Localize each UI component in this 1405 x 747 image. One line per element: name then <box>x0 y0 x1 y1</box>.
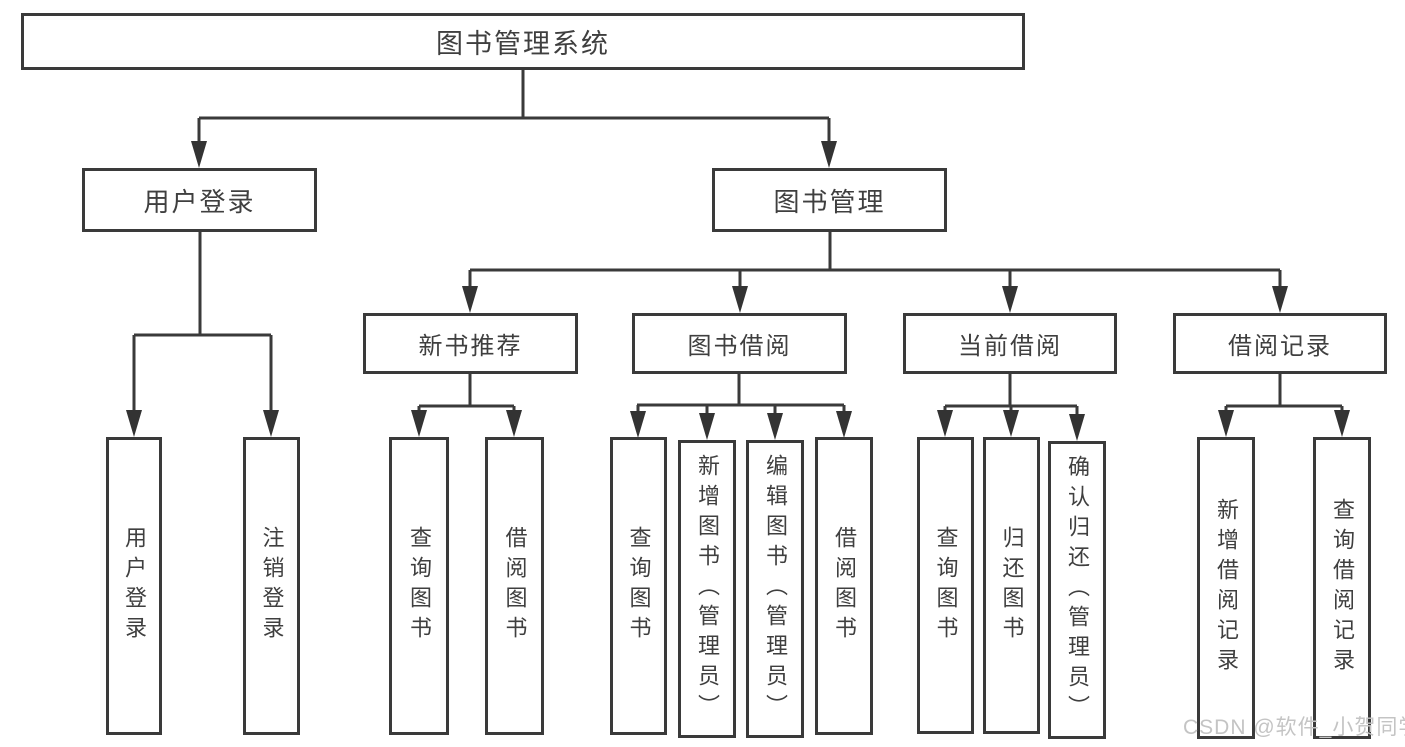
leaf-label: 查询图书 <box>407 526 432 646</box>
connector-login-to-leaves <box>132 232 273 412</box>
leaf-label: 查询图书 <box>933 525 959 646</box>
node-borrow-records: 借阅记录 <box>1173 313 1387 374</box>
leaf-label: 新增图书（管理员） <box>695 454 720 724</box>
connector-borrowing-to-leaves <box>636 374 846 415</box>
connector-records-to-leaves <box>1224 374 1344 412</box>
csdn-watermark: CSDN @软件_小贺同学 <box>1183 716 1405 739</box>
node-book-borrowing: 图书借阅 <box>632 313 847 374</box>
leaf-logout-login: 注销登录 <box>243 437 300 735</box>
arrowhead <box>506 410 522 437</box>
connector-newbook-to-leaves <box>417 374 516 412</box>
node-label: 借阅记录 <box>1228 333 1332 360</box>
leaf-borrow-books-recommend: 借阅图书 <box>485 437 544 735</box>
leaf-label: 借阅图书 <box>832 526 857 646</box>
arrowhead <box>836 411 852 438</box>
arrowhead <box>1003 410 1019 437</box>
leaf-label: 查询借阅记录 <box>1330 498 1355 678</box>
node-label: 用户登录 <box>143 186 256 217</box>
arrowhead <box>732 286 748 313</box>
leaf-return-books: 归还图书 <box>983 437 1040 734</box>
leaf-label: 查询图书 <box>626 526 652 646</box>
arrowhead <box>937 410 953 437</box>
arrowhead <box>630 411 646 438</box>
leaf-confirm-return-admin: 确认归还（管理员） <box>1048 441 1106 739</box>
arrowhead <box>821 141 837 168</box>
arrowhead <box>126 410 142 437</box>
leaf-query-borrow-record: 查询借阅记录 <box>1313 437 1371 739</box>
leaf-label: 用户登录 <box>122 526 147 646</box>
arrowheads <box>126 141 1350 441</box>
node-root: 图书管理系统 <box>21 13 1025 70</box>
leaf-user-login: 用户登录 <box>106 437 162 735</box>
node-new-book-recommend: 新书推荐 <box>363 313 578 374</box>
connector-mgmt-to-level3 <box>468 232 1282 289</box>
arrowhead <box>699 413 715 440</box>
node-label: 图书借阅 <box>687 333 792 360</box>
node-label: 图书管理 <box>773 186 886 217</box>
arrowhead <box>767 413 783 440</box>
arrowhead <box>1272 286 1288 313</box>
node-root-label: 图书管理系统 <box>436 29 610 59</box>
arrowhead <box>1218 410 1234 437</box>
node-current-borrowing: 当前借阅 <box>903 313 1117 374</box>
node-book-management-branch: 图书管理 <box>712 168 947 232</box>
leaf-query-books-recommend: 查询图书 <box>389 437 449 735</box>
leaf-label: 归还图书 <box>999 525 1025 646</box>
arrowhead <box>411 410 427 437</box>
arrowhead <box>263 410 279 437</box>
node-label: 新书推荐 <box>418 333 523 360</box>
leaf-borrow-books-borrowing: 借阅图书 <box>815 437 873 735</box>
leaf-query-books-current: 查询图书 <box>917 437 974 734</box>
arrowhead <box>1334 410 1350 437</box>
node-label: 当前借阅 <box>958 333 1062 360</box>
leaf-edit-books-admin: 编辑图书（管理员） <box>746 440 804 738</box>
arrowhead <box>462 286 478 313</box>
arrowhead <box>1002 286 1018 313</box>
leaf-label: 新增借阅记录 <box>1214 498 1239 678</box>
leaf-add-books-admin: 新增图书（管理员） <box>678 440 736 738</box>
connector-root-to-level2 <box>197 70 831 143</box>
leaf-label: 借阅图书 <box>502 526 528 646</box>
node-user-login-branch: 用户登录 <box>82 168 317 232</box>
leaf-query-books-borrowing: 查询图书 <box>610 437 667 735</box>
leaf-add-borrow-record: 新增借阅记录 <box>1197 437 1255 739</box>
leaf-label: 注销登录 <box>259 526 285 646</box>
arrowhead <box>1069 414 1085 441</box>
connector-current-to-leaves <box>943 374 1079 416</box>
leaf-label: 编辑图书（管理员） <box>763 454 788 724</box>
leaf-label: 确认归还（管理员） <box>1065 455 1090 725</box>
arrowhead <box>191 141 207 168</box>
